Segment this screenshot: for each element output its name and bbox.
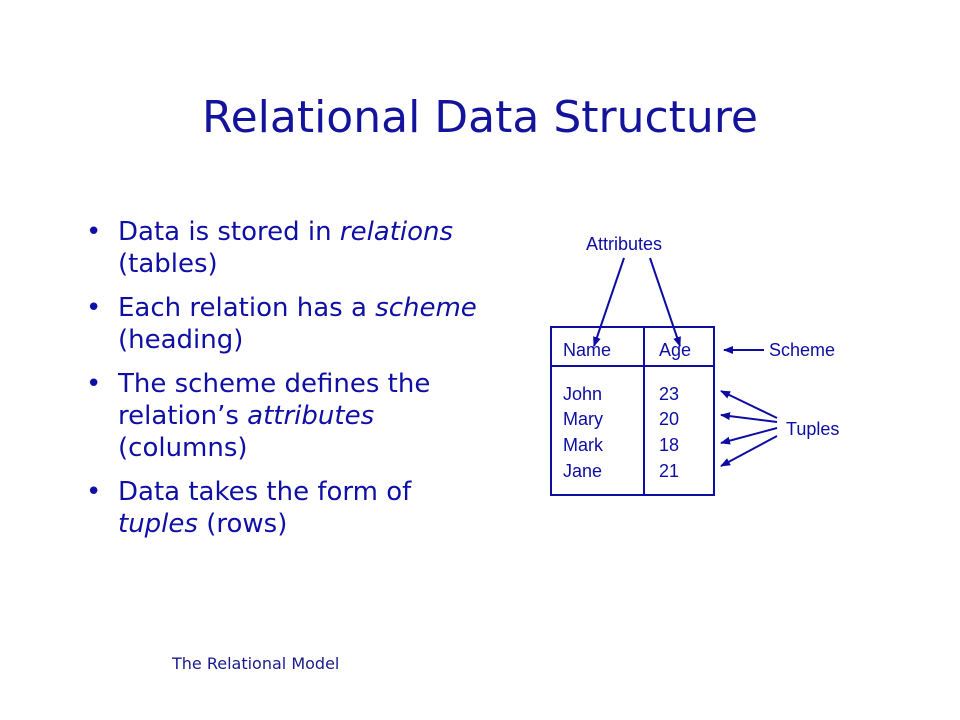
- bullet-term: scheme: [375, 293, 477, 323]
- bullet-text: Each relation has a: [118, 293, 376, 323]
- attribute-arrow-age: [649, 257, 681, 347]
- slide-footer: The Relational Model: [172, 654, 340, 673]
- attributes-label: Attributes: [586, 234, 662, 254]
- tuple-age-cell: 20: [659, 409, 679, 429]
- header-name: Name: [563, 340, 611, 360]
- tuple-name-cell: Mary: [563, 409, 603, 429]
- scheme-label: Scheme: [769, 340, 835, 360]
- attribute-arrow-name: [593, 257, 625, 347]
- bullet-text: (rows): [197, 509, 288, 539]
- tuple-age-cell: 18: [659, 435, 679, 455]
- header-age: Age: [659, 340, 691, 360]
- bullet-text: (columns): [118, 433, 248, 463]
- tuples-label: Tuples: [786, 419, 839, 439]
- tuple-arrow: [720, 427, 778, 445]
- tuple-age-cell: 23: [659, 384, 679, 404]
- bullet-text: (tables): [118, 249, 218, 279]
- slide-title: Relational Data Structure: [201, 92, 759, 143]
- bullet-item: Data is stored in relations (tables): [86, 216, 486, 280]
- relation-table-border: [550, 326, 715, 496]
- tuple-arrow: [720, 435, 778, 467]
- bullet-text: Data is stored in: [118, 217, 340, 247]
- tuple-arrow: [720, 412, 778, 423]
- bullet-list: Data is stored in relations (tables) Eac…: [86, 216, 486, 552]
- bullet-text: The scheme defines the relation’s: [118, 369, 431, 431]
- bullet-term: tuples: [118, 509, 198, 539]
- bullet-text: (heading): [118, 325, 244, 355]
- bullet-term: relations: [339, 217, 454, 247]
- bullet-item: Data takes the form of tuples (rows): [86, 476, 486, 540]
- bullet-item: The scheme defines the relation’s attrib…: [86, 368, 486, 464]
- tuple-arrow: [720, 390, 778, 419]
- bullet-item: Each relation has a scheme (heading): [86, 292, 486, 356]
- tuple-name-cell: Mark: [563, 435, 604, 455]
- tuple-name-cell: John: [563, 384, 602, 404]
- tuple-name-cell: Jane: [563, 461, 602, 481]
- tuple-age-cell: 21: [659, 461, 679, 481]
- bullet-text: Data takes the form of: [118, 477, 412, 507]
- bullet-term: attributes: [247, 401, 375, 431]
